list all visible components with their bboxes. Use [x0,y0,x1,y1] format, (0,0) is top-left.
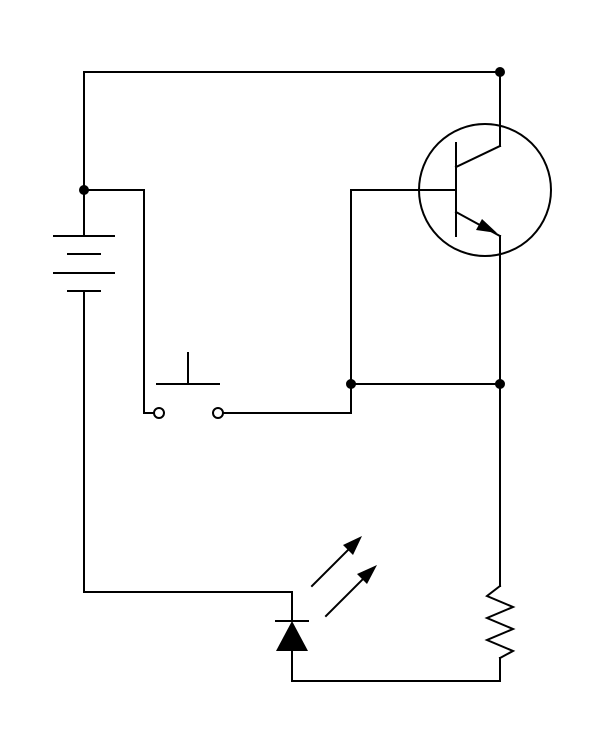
junction-dot-top-right [495,67,505,77]
transistor-emitter-arrow [476,219,497,233]
led-triangle [276,621,308,651]
resistor [484,584,516,660]
npn-transistor [418,123,552,385]
transistor-envelope [418,123,552,257]
wire-switch-to-base-node [222,383,352,414]
led-arrow-lower-shaft [324,574,368,618]
push-button-switch [153,352,224,419]
wire-base [350,189,457,385]
wire-bottom [291,650,501,682]
led-arrow-upper-shaft [310,544,354,588]
wire-top [83,67,505,191]
switch-contact-right [212,407,224,419]
wire-to-switch [83,189,154,414]
led-light-arrows [310,536,377,618]
resistor-zigzag [484,584,516,660]
led-arrow-lower-head [357,565,377,584]
wire-left-to-led [83,591,293,622]
wire-top-line [83,71,501,191]
switch-contact-left [153,407,165,419]
led [83,536,377,651]
battery [53,189,115,593]
led-arrow-upper-head [343,536,362,555]
transistor-collector-lead [454,144,502,169]
